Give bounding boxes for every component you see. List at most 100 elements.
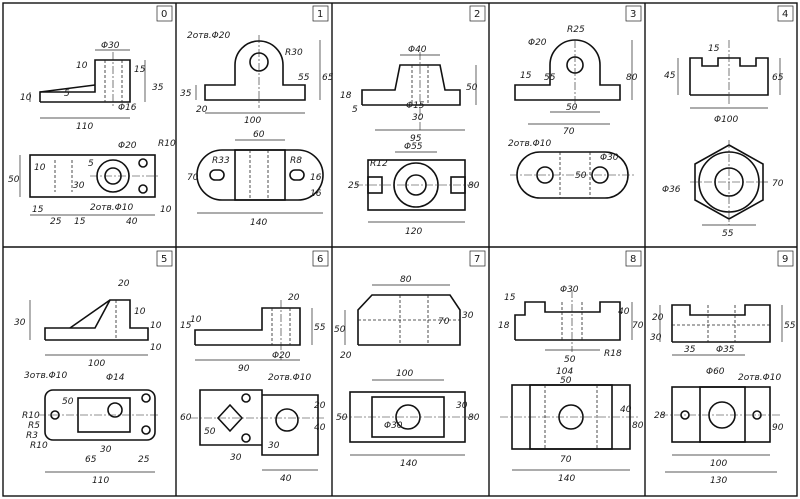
hole-circle bbox=[241, 393, 251, 403]
front-view-outline bbox=[514, 39, 621, 101]
panel-number: 8 bbox=[630, 254, 636, 265]
dim-label: 10 bbox=[34, 163, 46, 173]
dim-label: Φ20 bbox=[528, 38, 547, 48]
dim-label: 70 bbox=[632, 321, 644, 331]
front-view-outline bbox=[357, 294, 461, 346]
dim-label: 20 bbox=[118, 279, 130, 289]
dim-label: 45 bbox=[664, 71, 676, 81]
front-view-outline bbox=[689, 57, 769, 96]
boss-outline bbox=[699, 386, 746, 443]
panel-number-box bbox=[625, 5, 642, 22]
panel-number: 5 bbox=[161, 254, 167, 265]
panel-number-box bbox=[777, 5, 794, 22]
panel-number: 3 bbox=[630, 9, 636, 20]
panel-number: 2 bbox=[474, 9, 480, 20]
panel-number: 0 bbox=[161, 9, 167, 20]
slot-outline bbox=[289, 169, 305, 181]
dim-label: 100 bbox=[244, 116, 261, 126]
dim-label: 60 bbox=[253, 130, 265, 140]
hexagon-outline bbox=[694, 144, 764, 220]
dim-label: 70 bbox=[563, 127, 575, 137]
dim-label: 80 bbox=[632, 421, 644, 431]
dim-label: 70 bbox=[187, 173, 199, 183]
dim-label: 10 bbox=[190, 315, 202, 325]
dim-label: 30 bbox=[412, 113, 424, 123]
panel-number: 6 bbox=[317, 254, 323, 265]
dim-label: 40 bbox=[280, 474, 292, 484]
slot-outline bbox=[209, 169, 225, 181]
dim-label: R12 bbox=[370, 159, 388, 169]
dim-label: 50 bbox=[8, 175, 20, 185]
dim-label: 40 bbox=[126, 217, 138, 227]
dim-label: Φ35 bbox=[716, 345, 735, 355]
dim-label: 40 bbox=[618, 307, 630, 317]
dim-label: Φ20 bbox=[118, 141, 137, 151]
dim-label: 104 bbox=[556, 367, 573, 377]
dim-label: 16 bbox=[310, 189, 322, 199]
dim-label: 30 bbox=[100, 445, 112, 455]
panel-8: 8 15 Φ30 18 40 70 R18 50 104 50 40 80 70… bbox=[498, 250, 644, 484]
dim-label: 70 bbox=[560, 455, 572, 465]
dim-label: R5 bbox=[28, 421, 40, 431]
top-view-outline bbox=[29, 154, 156, 198]
dim-label: Φ16 bbox=[118, 103, 137, 113]
dim-label: 20 bbox=[652, 313, 664, 323]
hole-circle bbox=[241, 433, 251, 443]
dim-label: 80 bbox=[468, 181, 480, 191]
dim-label: 30 bbox=[462, 311, 474, 321]
panel-6: 6 20 15 10 55 Φ20 90 2отв.Φ10 60 50 30 3… bbox=[180, 250, 329, 484]
dim-label: 5 bbox=[88, 159, 94, 169]
hole-circle bbox=[141, 425, 151, 435]
dim-label: 18 bbox=[498, 321, 510, 331]
dim-label: 120 bbox=[405, 227, 422, 237]
dim-label: Φ30 bbox=[600, 153, 619, 163]
dim-label: 55 bbox=[784, 321, 796, 331]
panel-number-box bbox=[156, 5, 173, 22]
dim-label: 2отв.Φ10 bbox=[508, 139, 551, 149]
dim-label: 3отв.Φ10 bbox=[24, 371, 67, 381]
dim-label: 2отв.Φ10 bbox=[268, 373, 311, 383]
dim-label: 15 bbox=[708, 44, 720, 54]
dim-label: 90 bbox=[772, 423, 784, 433]
front-view-outline bbox=[204, 40, 306, 101]
dim-label: 30 bbox=[456, 401, 468, 411]
dim-label: 15 bbox=[134, 65, 146, 75]
dim-label: 15 bbox=[32, 205, 44, 215]
dim-label: 50 bbox=[560, 376, 572, 386]
dim-label: 18 bbox=[340, 91, 352, 101]
dim-label: 15 bbox=[504, 293, 516, 303]
panel-number-box bbox=[312, 250, 329, 267]
dim-label: 50 bbox=[336, 413, 348, 423]
dim-label: Φ36 bbox=[662, 185, 681, 195]
panel-number-box bbox=[469, 250, 486, 267]
dim-label: 80 bbox=[468, 413, 480, 423]
dim-label: 90 bbox=[238, 364, 250, 374]
top-view-outline bbox=[516, 151, 629, 199]
boss-outline bbox=[234, 149, 286, 201]
panel-number-box bbox=[312, 5, 329, 22]
panel-number: 9 bbox=[782, 254, 788, 265]
front-view-outline bbox=[671, 304, 771, 343]
dim-label: Φ20 bbox=[272, 351, 291, 361]
dim-label: 50 bbox=[466, 83, 478, 93]
dim-label: 35 bbox=[180, 89, 192, 99]
panel-9: 9 20 30 Φ35 35 55 2отв.Φ10 Φ60 28 90 100… bbox=[650, 250, 796, 486]
dim-label: 95 bbox=[410, 134, 422, 144]
slot-outline bbox=[367, 176, 383, 194]
dim-label: R33 bbox=[212, 156, 230, 166]
dim-label: Φ60 bbox=[706, 367, 725, 377]
dim-label: 50 bbox=[566, 103, 578, 113]
panel-1: 1 2отв.Φ20 R30 35 55 65 20 100 60 R33 R8… bbox=[180, 5, 334, 228]
dim-label: 65 bbox=[85, 455, 97, 465]
dim-label: 20 bbox=[314, 401, 326, 411]
dim-label: R10 bbox=[22, 411, 40, 421]
panel-4: 4 15 45 65 Φ100 Φ36 70 55 bbox=[662, 5, 794, 239]
rib-edge bbox=[69, 299, 111, 329]
dim-label: 60 bbox=[180, 413, 192, 423]
dim-label: R30 bbox=[285, 48, 303, 58]
dim-label: 25 bbox=[50, 217, 62, 227]
panel-number-box bbox=[469, 5, 486, 22]
dim-label: 20 bbox=[340, 351, 352, 361]
dim-label: 55 bbox=[722, 229, 734, 239]
